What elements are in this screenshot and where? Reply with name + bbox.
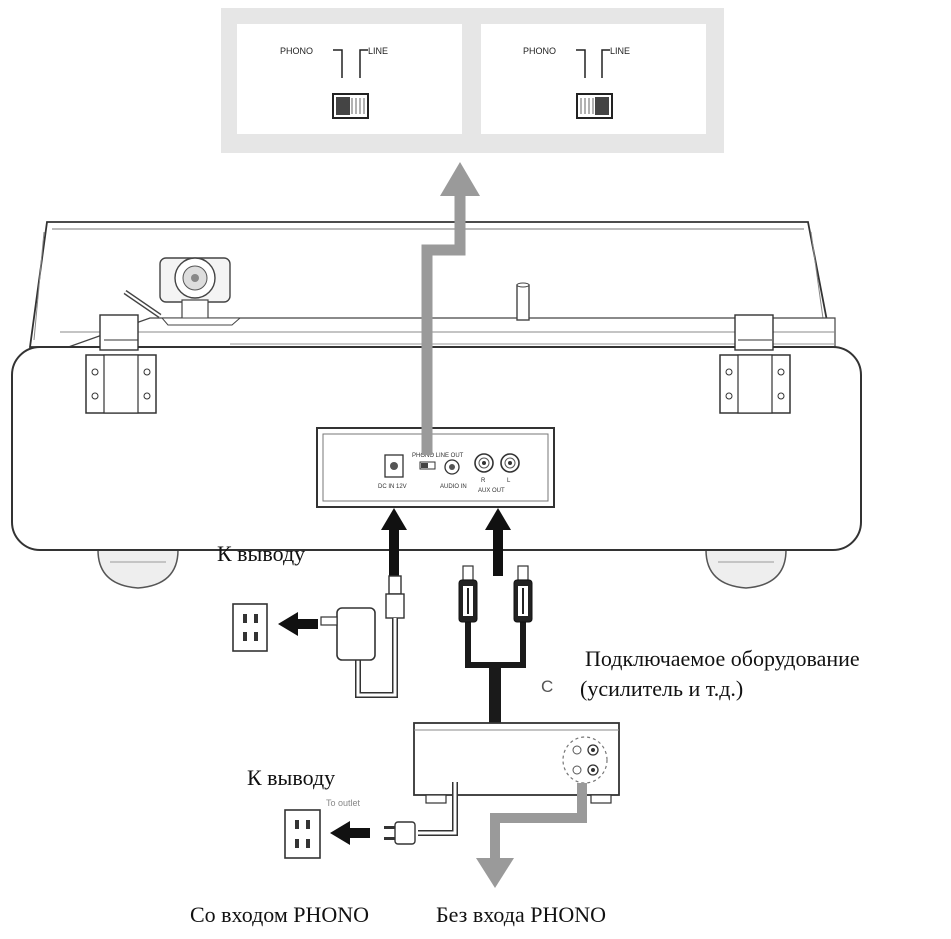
residual-c: C [541, 677, 553, 696]
phono-label: PHONO [523, 46, 556, 56]
phono-switch [333, 94, 368, 118]
phono-label: PHONO [280, 46, 313, 56]
left-foot [98, 550, 178, 588]
wall-outlet-bottom [285, 810, 320, 858]
wall-outlet-top [233, 604, 267, 651]
with-phono-label: Со входом PHONO [190, 902, 369, 928]
dc-in-label: DC IN 12V [378, 484, 407, 490]
switch-panels-frame [221, 8, 724, 153]
without-phono-label: Без входа PHONO [436, 902, 606, 928]
r-label: R [481, 478, 486, 484]
turntable: DC IN 12V PHONO LINE OUT AUDIO IN R L AU… [12, 222, 861, 588]
output-down-arrow [476, 783, 582, 888]
equipment-label: Подключаемое оборудование [585, 646, 860, 672]
to-outlet-top-label: К выводу [217, 541, 305, 567]
audio-in-label: AUDIO IN [440, 484, 467, 490]
residual-to-outlet: To outlet [326, 798, 361, 808]
amplifier [414, 723, 619, 803]
aux-out-label: AUX OUT [478, 488, 505, 494]
line-switch [577, 94, 612, 118]
spindle [517, 285, 529, 320]
to-outlet-bottom-label: К выводу [247, 765, 335, 791]
rear-connection-panel: DC IN 12V PHONO LINE OUT AUDIO IN R L AU… [317, 428, 554, 507]
line-label: LINE [610, 46, 630, 56]
ac-adapter [278, 576, 404, 695]
power-plug [395, 822, 415, 844]
rear-switch-label: PHONO LINE OUT [412, 453, 464, 459]
right-foot [706, 550, 786, 588]
equipment-sublabel: (усилитель и т.д.) [580, 676, 743, 702]
line-label: LINE [368, 46, 388, 56]
